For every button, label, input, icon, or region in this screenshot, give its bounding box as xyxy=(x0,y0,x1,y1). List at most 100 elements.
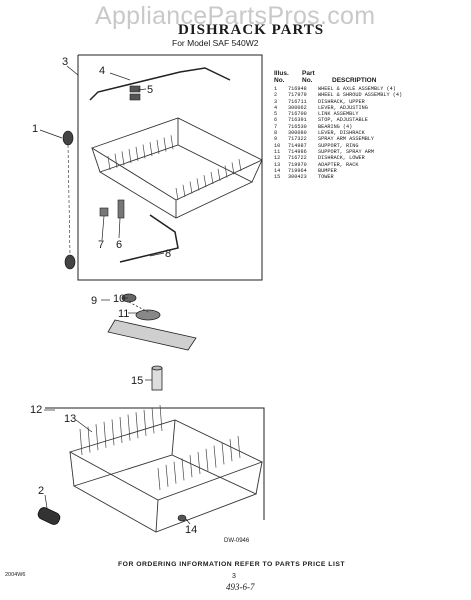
illus-number: 6 xyxy=(274,117,278,124)
illus-number: 10 xyxy=(274,142,281,149)
rack-tine xyxy=(210,171,214,185)
part-number: 714987 xyxy=(288,142,307,149)
part-description: SUPPORT, RING xyxy=(318,142,359,149)
table-header-bottom: No. No. DESCRIPTION xyxy=(274,77,469,84)
rack-tine xyxy=(156,139,160,154)
rack-tine xyxy=(238,159,242,172)
adjusting-lever xyxy=(89,67,231,101)
rack-tine xyxy=(181,458,185,481)
illus-header: Illus. xyxy=(274,70,289,77)
rack-tine xyxy=(87,426,91,453)
rack-tine xyxy=(203,175,207,188)
rack-tine xyxy=(143,409,147,436)
rack-tine xyxy=(213,445,217,468)
illus-number: 9 xyxy=(274,136,278,143)
rack-tine xyxy=(170,135,174,150)
callout-8: 8 xyxy=(165,248,171,260)
rack-tine xyxy=(224,165,228,178)
part-description: LEVER, DISHRACK xyxy=(318,130,365,137)
handwritten-note: 493-6-7 xyxy=(226,582,255,592)
part-number: 717979 xyxy=(288,92,307,99)
part-header: Part xyxy=(302,70,315,77)
part-description: LEVER, ADJUSTING xyxy=(318,104,368,111)
illus-number: 14 xyxy=(274,167,281,174)
part-description: LINK ASSEMBLY xyxy=(318,111,359,118)
callout-13: 13 xyxy=(64,413,76,425)
table-row: 9 717322 SPRAY ARM ASSEMBLY xyxy=(274,136,469,142)
part-number: 717322 xyxy=(288,136,307,143)
rack-tine xyxy=(103,421,107,448)
table-row: 8 300080 LEVER, DISHRACK xyxy=(274,130,469,136)
illus-number: 12 xyxy=(274,155,281,162)
page-number: 3 xyxy=(232,573,236,580)
rack-tine xyxy=(128,149,132,164)
part-number: 719970 xyxy=(288,161,307,168)
partno-header: No. xyxy=(302,77,313,84)
callout-2: 2 xyxy=(38,485,44,497)
rack-tine xyxy=(159,404,163,432)
rack-tine xyxy=(107,155,111,171)
part-number: 716530 xyxy=(288,123,307,130)
no-header: No. xyxy=(274,77,285,84)
rack-tine xyxy=(142,144,146,159)
illus-number: 2 xyxy=(274,92,278,99)
callout-5: 5 xyxy=(147,84,153,96)
wheel-shroud xyxy=(37,507,61,525)
rack-tine xyxy=(163,137,167,152)
tower xyxy=(151,365,163,391)
part-number: 719964 xyxy=(288,167,307,174)
rack-tine xyxy=(151,407,155,434)
page-subtitle: For Model SAF 540W2 xyxy=(172,38,259,48)
part-description: DISHRACK, UPPER xyxy=(318,98,365,105)
rack-tine xyxy=(121,151,125,166)
dishrack-lever xyxy=(119,214,179,263)
table-row: 10 714987 SUPPORT, RING xyxy=(274,143,469,149)
part-description: WHEEL & AXLE ASSEMBLY (4) xyxy=(318,86,396,92)
illus-number: 8 xyxy=(274,130,278,137)
rack-tine xyxy=(111,419,115,446)
part-description: BUMPER xyxy=(318,167,337,174)
part-description: SPRAY ARM ASSEMBLY xyxy=(318,136,375,143)
rack-tine xyxy=(175,187,179,201)
table-header-top: Illus. Part xyxy=(274,70,469,77)
part-description: STOP, ADJUSTABLE xyxy=(318,117,368,124)
illus-number: 1 xyxy=(274,86,278,92)
callout-9: 9 xyxy=(91,295,97,307)
wheel-axis-line xyxy=(67,144,71,256)
illus-number: 7 xyxy=(274,123,278,130)
rack-tine xyxy=(119,416,123,444)
rack-tine xyxy=(114,153,118,168)
table-row: 14 719964 BUMPER xyxy=(274,168,469,174)
part-description: BEARING (4) xyxy=(318,123,353,130)
callout-10: 10 xyxy=(113,293,125,305)
rack-tine xyxy=(157,467,161,491)
lower-dishrack xyxy=(68,404,264,533)
part-number: 300080 xyxy=(288,130,307,137)
callout-12: 12 xyxy=(30,404,42,416)
rack-tine xyxy=(221,442,225,465)
spray-arm-assembly xyxy=(107,293,197,351)
rack-tine xyxy=(237,435,241,459)
illus-number: 15 xyxy=(274,174,281,181)
watermark: AppliancePartsPros.com xyxy=(95,2,376,30)
rack-tine xyxy=(149,142,153,157)
figure-number: DW-0946 xyxy=(224,538,250,544)
rack-tine xyxy=(229,439,233,462)
leader-lines xyxy=(39,65,191,525)
part-number: 714986 xyxy=(288,148,307,155)
part-description: TOWER xyxy=(318,174,334,181)
rack-tine xyxy=(95,424,99,451)
ordering-footer: FOR ORDERING INFORMATION REFER TO PARTS … xyxy=(118,561,346,568)
callout-1: 1 xyxy=(32,123,38,135)
rack-tine xyxy=(135,412,139,439)
rack-tine xyxy=(79,428,83,456)
adjustable-stops xyxy=(99,199,125,219)
